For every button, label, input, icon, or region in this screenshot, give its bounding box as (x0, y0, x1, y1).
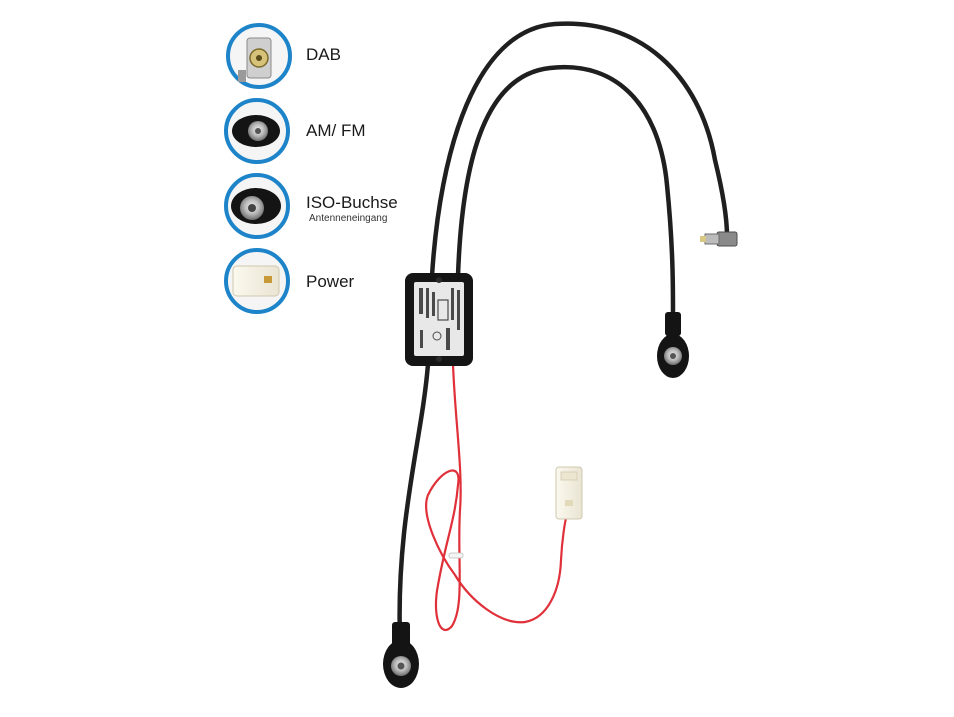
amfm-socket (657, 312, 689, 378)
dab-connector-icon (226, 23, 292, 89)
power-plug (555, 466, 583, 520)
amfm-cable (455, 64, 676, 315)
cable-tie (448, 552, 464, 559)
iso-cable (397, 361, 431, 643)
legend-label-power: Power (306, 272, 355, 291)
legend-sublabel-iso: Antenneneingang (309, 213, 388, 224)
legend-label-iso: ISO-Buchse (306, 193, 398, 212)
legend-label-dab: DAB (306, 45, 341, 64)
amfm-connector-icon (224, 98, 290, 164)
power-plug-icon (224, 248, 290, 314)
power-wire (425, 362, 569, 632)
legend-label-amfm: AM/ FM (306, 121, 366, 140)
splitter-box (405, 273, 473, 366)
dab-cable (429, 21, 730, 279)
dab-connector (700, 231, 738, 247)
iso-socket-icon (224, 173, 290, 239)
iso-socket (383, 622, 419, 688)
